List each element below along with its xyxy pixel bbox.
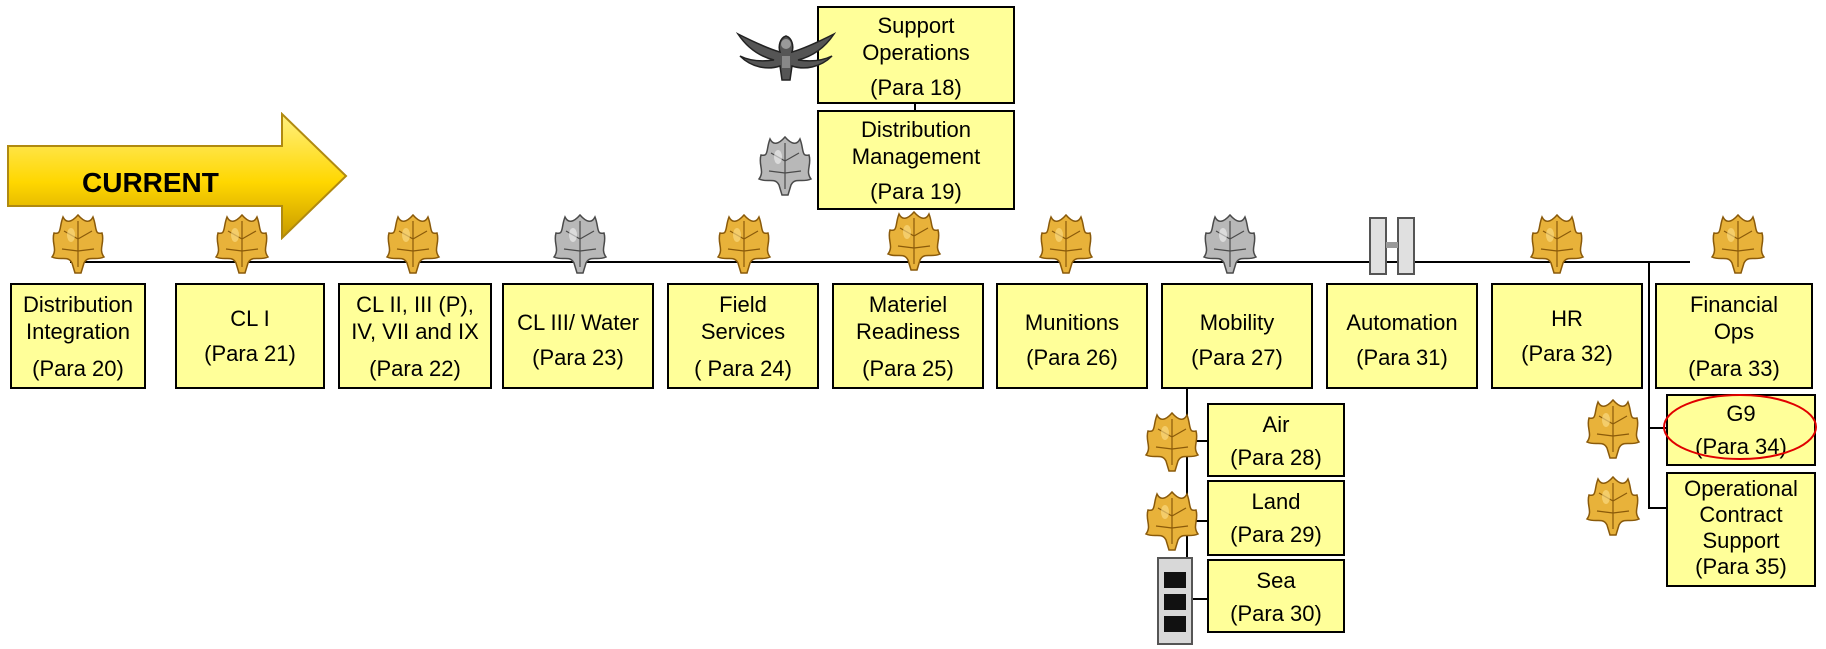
captain-bars-icon <box>1369 217 1415 275</box>
ocs-connector <box>1648 507 1668 509</box>
box-line: Materiel <box>868 292 948 317</box>
box-line: (Para 31) <box>1356 345 1448 370</box>
major-leaf-icon <box>1710 213 1766 274</box>
box-line: Distribution <box>860 117 972 142</box>
box-line: Support <box>877 13 955 38</box>
box-line: (Para 32) <box>1521 341 1613 366</box>
highlight-ellipse <box>1663 394 1817 460</box>
box-line: Distribution <box>22 292 134 317</box>
distribution-management-box: Distribution Management (Para 19) <box>817 110 1015 210</box>
box-line: Operations <box>862 40 970 65</box>
cl-i-box: CL I (Para 21) <box>175 283 325 389</box>
box-line: (Para 29) <box>1230 522 1322 547</box>
lieutenant-colonel-leaf-icon <box>1202 213 1258 274</box>
major-leaf-icon <box>716 213 772 274</box>
major-leaf-icon <box>1144 411 1200 472</box>
sea-box: Sea (Para 30) <box>1207 559 1345 633</box>
box-line: CL II, III (P), <box>356 292 474 317</box>
land-box: Land (Para 29) <box>1207 480 1345 556</box>
major-leaf-icon <box>1585 475 1641 536</box>
major-leaf-icon <box>385 213 441 274</box>
box-line: Financial <box>1689 292 1779 317</box>
major-leaf-icon <box>50 213 106 274</box>
major-leaf-icon <box>886 210 942 271</box>
box-line: Services <box>700 319 786 344</box>
box-line: (Para 28) <box>1230 445 1322 470</box>
box-line: Contract <box>1699 502 1783 527</box>
mobility-vertical-connector <box>1186 387 1188 587</box>
box-line: Automation <box>1346 310 1458 335</box>
lieutenant-colonel-leaf-icon <box>552 213 608 274</box>
box-line: Integration <box>26 319 130 344</box>
major-leaf-icon <box>214 213 270 274</box>
box-line: G9 <box>1726 401 1756 426</box>
box-line: HR <box>1551 306 1583 331</box>
cl-ii-iii-iv-vii-ix-box: CL II, III (P), IV, VII and IX (Para 22) <box>338 283 492 389</box>
colonel-eagle-icon <box>736 32 836 81</box>
top-vertical-connector <box>914 100 916 112</box>
box-line: (Para 22) <box>369 356 461 381</box>
box-line: Management <box>851 144 981 169</box>
box-line: Sea <box>1256 568 1296 593</box>
automation-box: Automation (Para 31) <box>1326 283 1478 389</box>
box-line: Land <box>1251 489 1301 514</box>
hr-box: HR (Para 32) <box>1491 283 1643 389</box>
box-line: IV, VII and IX <box>351 319 479 344</box>
warrant-officer-bar-icon <box>1157 557 1193 645</box>
box-line: Ops <box>1713 319 1755 344</box>
box-line: (Para 20) <box>32 356 124 381</box>
support-operations-box: Support Operations (Para 18) <box>817 6 1015 104</box>
box-line: CL III/ Water <box>517 310 639 335</box>
operational-contract-support-box: Operational Contract Support (Para 35) <box>1666 472 1816 587</box>
lieutenant-colonel-leaf-icon <box>757 135 813 196</box>
box-line: (Para 33) <box>1688 356 1780 381</box>
financial-ops-box: Financial Ops (Para 33) <box>1655 283 1813 389</box>
box-line: Air <box>1262 412 1290 437</box>
cl-iii-water-box: CL III/ Water (Para 23) <box>502 283 654 389</box>
box-line: (Para 26) <box>1026 345 1118 370</box>
materiel-readiness-box: Materiel Readiness (Para 25) <box>832 283 984 389</box>
munitions-box: Munitions (Para 26) <box>996 283 1148 389</box>
box-line: (Para 21) <box>204 341 296 366</box>
mobility-box: Mobility (Para 27) <box>1161 283 1313 389</box>
land-connector <box>1186 520 1208 522</box>
sea-connector <box>1186 598 1208 600</box>
current-label: CURRENT <box>82 167 219 198</box>
box-line: (Para 23) <box>532 345 624 370</box>
major-leaf-icon <box>1038 213 1094 274</box>
major-leaf-icon <box>1529 213 1585 274</box>
field-services-box: Field Services ( Para 24) <box>667 283 819 389</box>
box-line: Munitions <box>1024 310 1120 335</box>
box-line: Operational <box>1684 476 1798 501</box>
box-line: (Para 18) <box>870 75 962 100</box>
main-horizontal-line <box>70 261 1690 263</box>
box-line: (Para 27) <box>1191 345 1283 370</box>
box-line: Field <box>719 292 767 317</box>
box-line: Mobility <box>1199 310 1275 335</box>
right-vertical-connector <box>1648 261 1650 509</box>
box-line: CL I <box>230 306 270 331</box>
current-arrow <box>7 112 348 240</box>
g9-connector <box>1648 427 1668 429</box>
distribution-integration-box: Distribution Integration (Para 20) <box>10 283 146 389</box>
box-line: Readiness <box>856 319 960 344</box>
g9-box: G9 (Para 34) <box>1666 394 1816 466</box>
box-line: (Para 19) <box>870 179 962 204</box>
box-line: Support <box>1702 528 1780 553</box>
major-leaf-icon <box>1144 490 1200 551</box>
box-line: (Para 25) <box>862 356 954 381</box>
box-line: (Para 35) <box>1695 554 1787 579</box>
major-leaf-icon <box>1585 398 1641 459</box>
box-line: ( Para 24) <box>694 356 792 381</box>
air-box: Air (Para 28) <box>1207 403 1345 477</box>
box-line: (Para 30) <box>1230 601 1322 626</box>
box-line: (Para 34) <box>1695 434 1787 459</box>
